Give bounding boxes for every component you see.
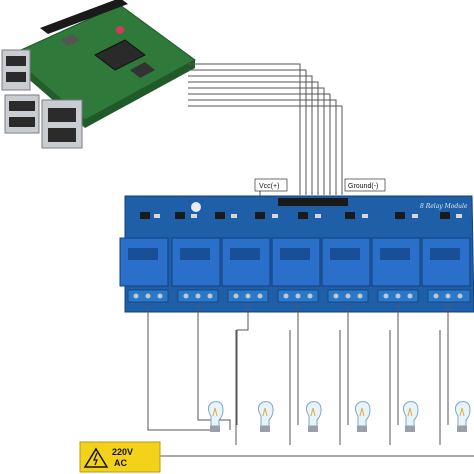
gpio-wires bbox=[188, 63, 343, 200]
usb-port-stack bbox=[4, 94, 40, 134]
relay bbox=[371, 237, 421, 287]
light-bulb-icon bbox=[454, 401, 471, 432]
relay bbox=[421, 237, 471, 287]
light-bulb-icon bbox=[257, 401, 274, 432]
ac-text: AC bbox=[114, 458, 127, 468]
raspberry-pi-board bbox=[1, 0, 196, 149]
load-wires bbox=[147, 305, 474, 457]
relay bbox=[321, 237, 371, 287]
vcc-label: Vcc(+) bbox=[259, 183, 279, 190]
ethernet-port bbox=[41, 99, 83, 149]
high-voltage-warning-icon bbox=[83, 447, 109, 468]
ground-label: Ground(-) bbox=[348, 183, 378, 190]
light-bulb-icon bbox=[354, 401, 371, 432]
light-bulb-icon bbox=[402, 401, 419, 432]
relay bbox=[221, 237, 271, 287]
relay bbox=[119, 237, 169, 287]
ground-label-box: Ground(-) bbox=[344, 178, 386, 192]
light-bulb-icon bbox=[207, 401, 224, 432]
board-silk-text: 8 Relay Module bbox=[420, 203, 468, 210]
relay-board: 8 Relay Module bbox=[119, 195, 474, 313]
light-bulb-icon bbox=[305, 401, 322, 432]
relay bbox=[171, 237, 221, 287]
voltage-text: 220V bbox=[112, 447, 133, 457]
usb-port-stack bbox=[1, 49, 31, 91]
vcc-label-box: Vcc(+) bbox=[254, 178, 288, 192]
voltage-warning-label: 220V AC bbox=[79, 441, 161, 473]
relay bbox=[271, 237, 321, 287]
